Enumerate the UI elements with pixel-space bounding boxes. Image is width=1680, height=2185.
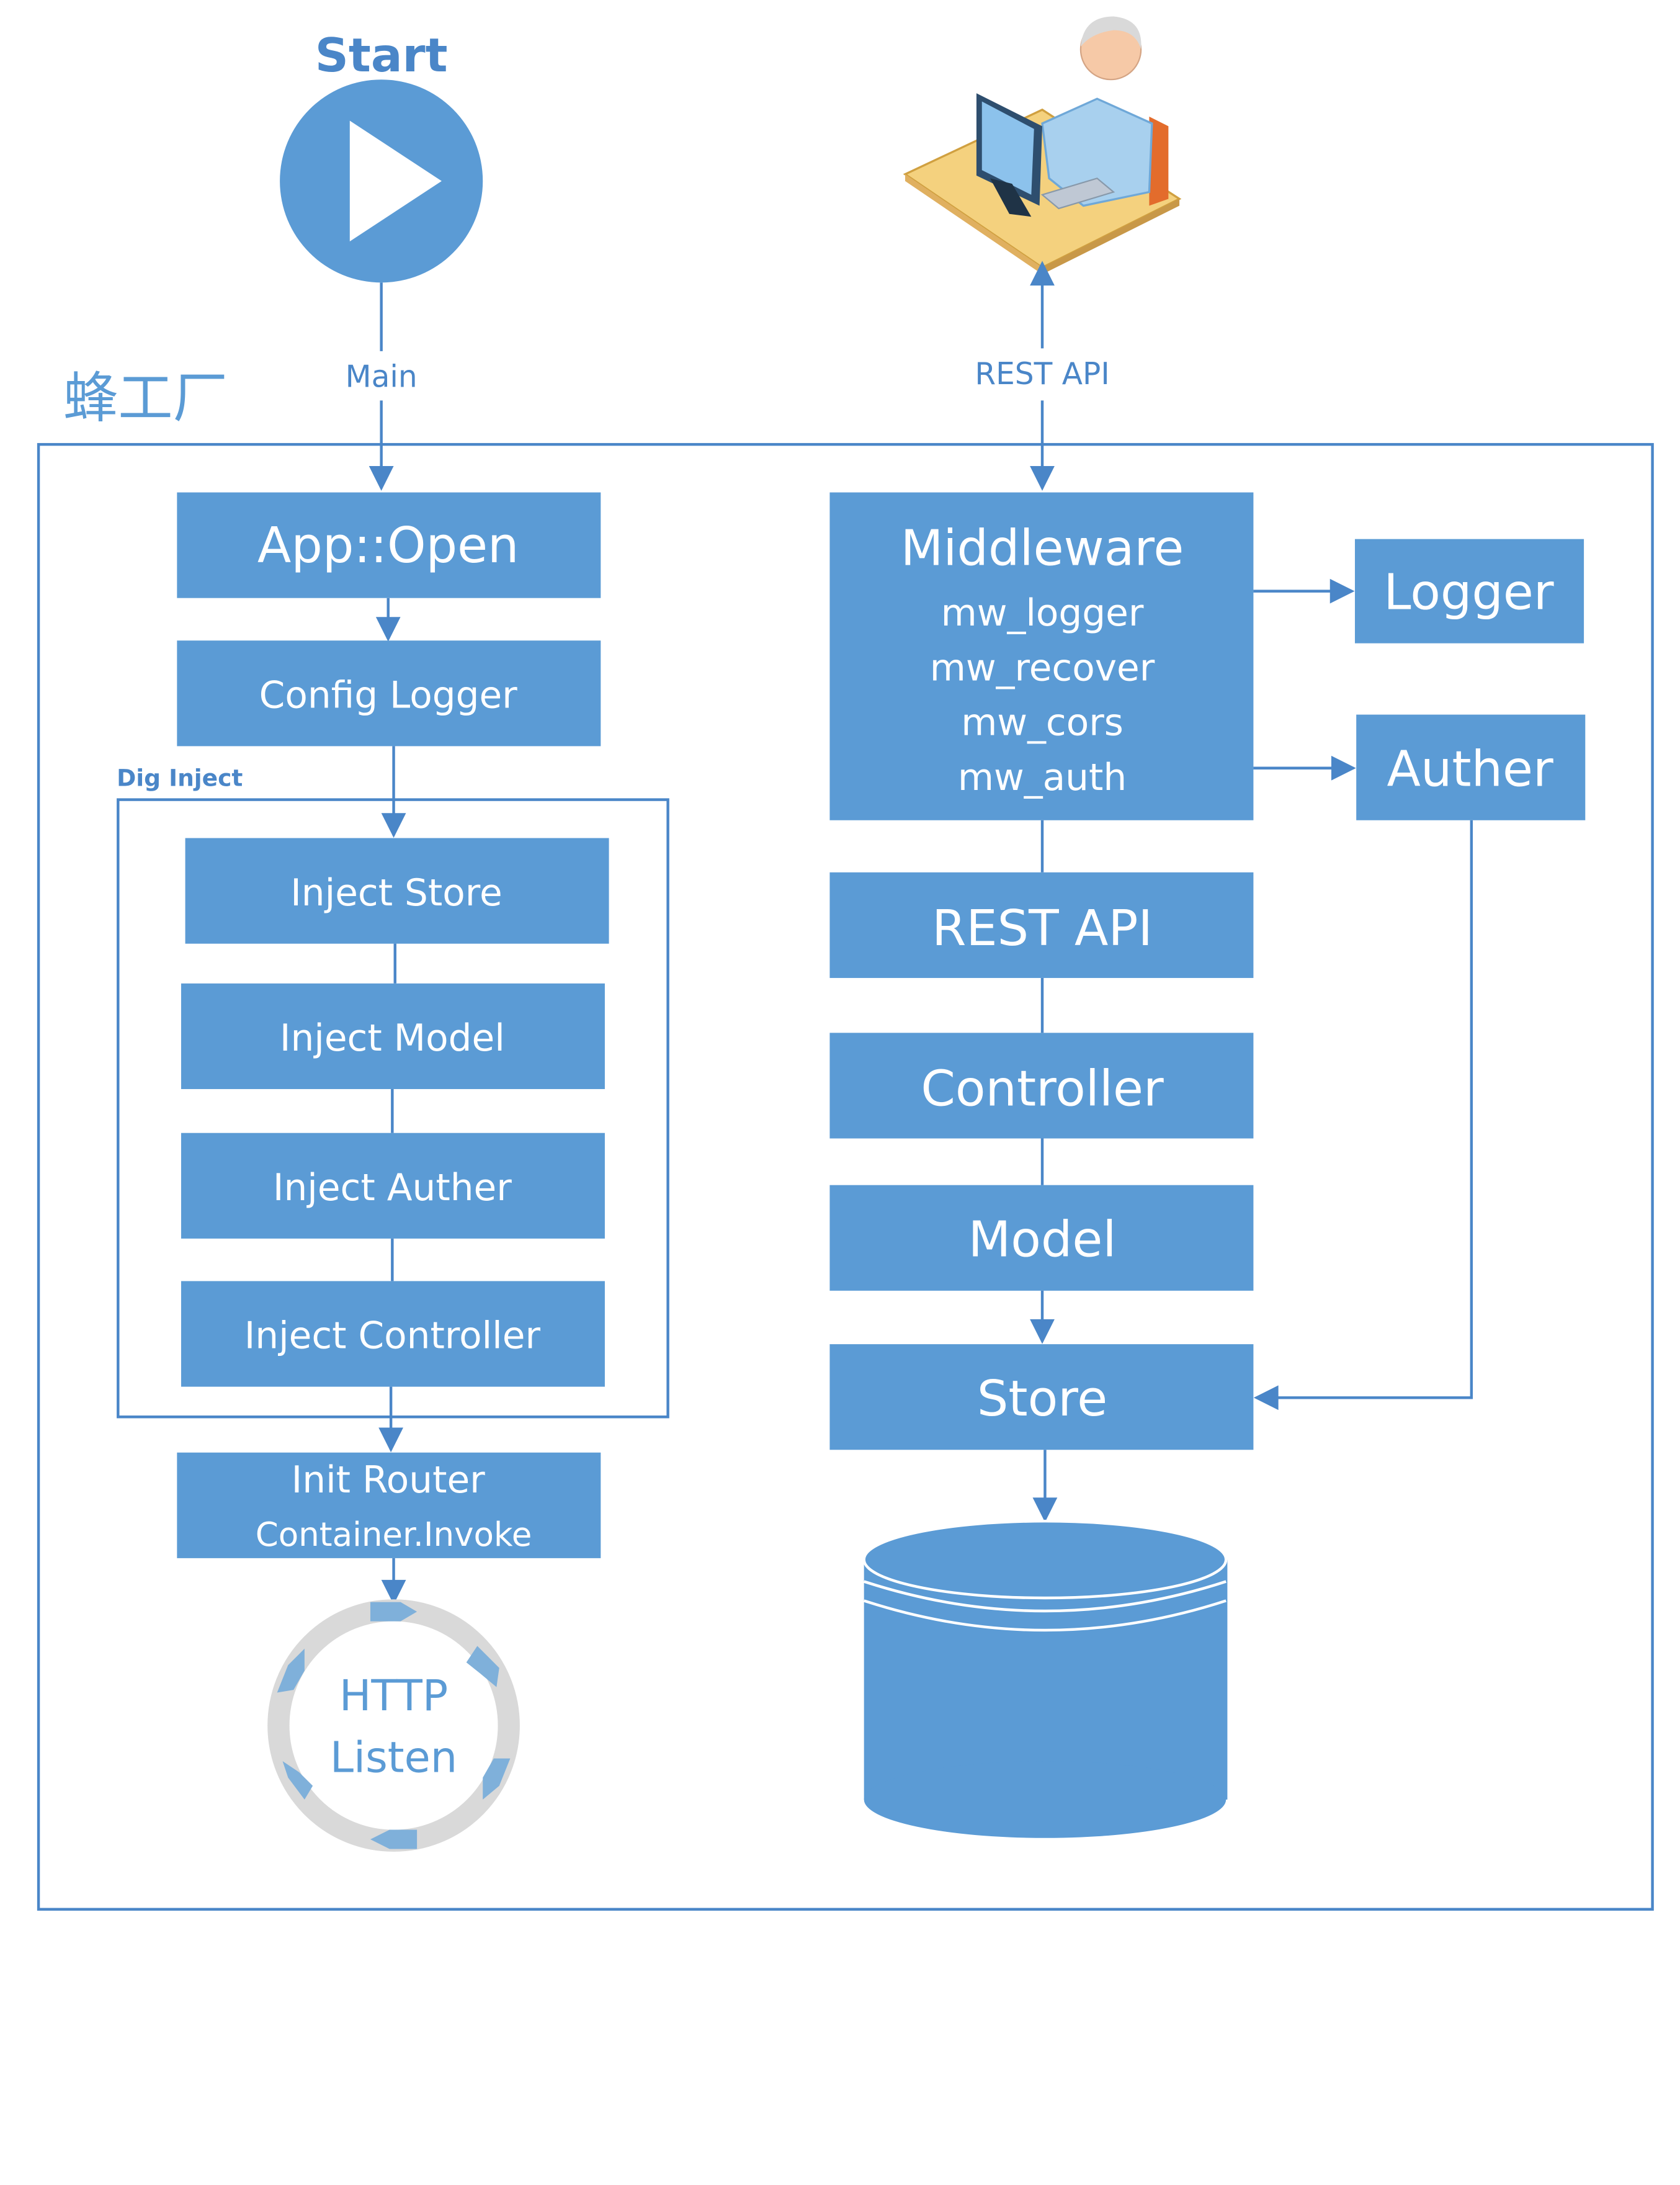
- inject-auther-box[interactable]: [181, 1133, 605, 1239]
- inject-store-label: Inject Store: [290, 872, 503, 915]
- rest-api-box[interactable]: [829, 872, 1254, 978]
- logger-label: Logger: [1383, 563, 1554, 621]
- http-listen-line2: Listen: [330, 1733, 457, 1783]
- inject-model-label: Inject Model: [280, 1017, 505, 1060]
- auther-label: Auther: [1387, 740, 1553, 797]
- database-icon: [862, 1520, 1228, 1838]
- user-at-computer-icon: [903, 16, 1182, 275]
- logger-box[interactable]: [1354, 539, 1584, 644]
- config-logger-box[interactable]: [177, 640, 601, 747]
- middleware-item: mw_auth: [958, 756, 1127, 799]
- inject-controller-label: Inject Controller: [244, 1315, 541, 1358]
- store-box[interactable]: [829, 1344, 1254, 1450]
- play-icon[interactable]: [280, 79, 483, 283]
- model-label: Model: [968, 1211, 1117, 1268]
- middleware-box[interactable]: [829, 492, 1254, 820]
- edge-label-rest-api: REST API: [975, 357, 1109, 392]
- controller-label: Controller: [921, 1059, 1164, 1117]
- model-box[interactable]: [829, 1185, 1254, 1291]
- app-open-label: App::Open: [257, 516, 519, 574]
- middleware-item: mw_cors: [961, 702, 1124, 745]
- init-router-title: Init Router: [292, 1459, 486, 1502]
- auther-to-store-connector: [1253, 820, 1473, 1411]
- http-listen-line1: HTTP: [339, 1671, 448, 1721]
- edge-label-main: Main: [346, 359, 418, 394]
- store-label: Store: [977, 1370, 1107, 1427]
- inject-model-box[interactable]: [181, 983, 605, 1089]
- init-router-subtitle: Container.Invoke: [256, 1515, 532, 1554]
- cycle-icon: [267, 1599, 520, 1852]
- dig-inject-label: Dig Inject: [117, 764, 243, 791]
- app-open-box[interactable]: [177, 492, 601, 598]
- init-router-box[interactable]: [177, 1452, 601, 1558]
- rest-api-label: REST API: [932, 899, 1153, 957]
- system-boundary: [37, 442, 1654, 1911]
- inject-store-box[interactable]: [185, 838, 609, 944]
- config-logger-label: Config Logger: [259, 675, 517, 717]
- controller-box[interactable]: [829, 1033, 1254, 1139]
- inject-controller-box[interactable]: [181, 1281, 605, 1387]
- frame-title: 蜂工厂: [63, 366, 228, 430]
- auther-box[interactable]: [1356, 714, 1586, 820]
- middleware-item: mw_logger: [941, 592, 1144, 635]
- inject-auther-label: Inject Auther: [273, 1167, 512, 1209]
- middleware-title: Middleware: [901, 519, 1184, 577]
- middleware-item: mw_recover: [930, 647, 1155, 689]
- start-label: Start: [315, 28, 448, 83]
